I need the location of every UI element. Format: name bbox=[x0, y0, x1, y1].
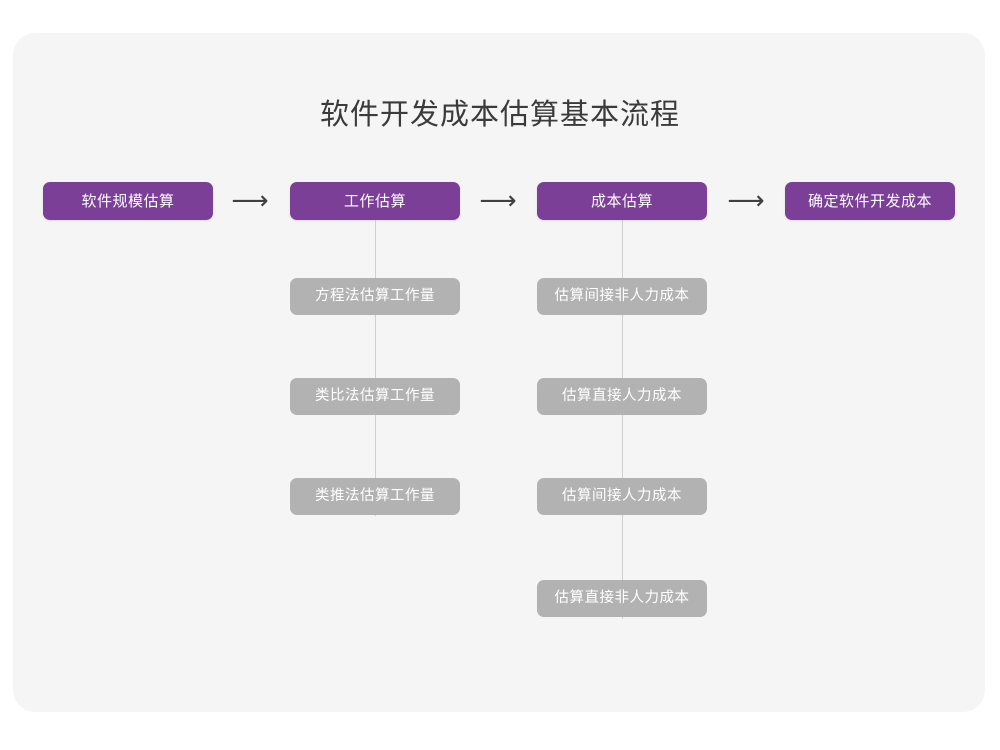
substep-node-effort-2[interactable]: 类推法估算工作量 bbox=[290, 478, 460, 515]
stage-node-final[interactable]: 确定软件开发成本 bbox=[785, 182, 955, 220]
connector-line-effort bbox=[375, 220, 376, 516]
stage-node-effort[interactable]: 工作估算 bbox=[290, 182, 460, 220]
flow-arrow-right-icon-1: ⟶ bbox=[231, 186, 269, 216]
substep-node-effort-0[interactable]: 方程法估算工作量 bbox=[290, 278, 460, 315]
substep-node-cost-3[interactable]: 估算直接非人力成本 bbox=[537, 580, 707, 617]
substep-node-cost-0[interactable]: 估算间接非人力成本 bbox=[537, 278, 707, 315]
substep-node-effort-1[interactable]: 类比法估算工作量 bbox=[290, 378, 460, 415]
substep-node-cost-2[interactable]: 估算间接人力成本 bbox=[537, 478, 707, 515]
connector-line-cost bbox=[622, 220, 623, 619]
diagram-card bbox=[13, 33, 985, 712]
stage-node-scale[interactable]: 软件规模估算 bbox=[43, 182, 213, 220]
substep-node-cost-1[interactable]: 估算直接人力成本 bbox=[537, 378, 707, 415]
page-title: 软件开发成本估算基本流程 bbox=[319, 99, 680, 131]
flow-arrow-right-icon-3: ⟶ bbox=[727, 186, 765, 216]
stage-node-cost[interactable]: 成本估算 bbox=[537, 182, 707, 220]
flow-arrow-right-icon-2: ⟶ bbox=[479, 186, 517, 216]
